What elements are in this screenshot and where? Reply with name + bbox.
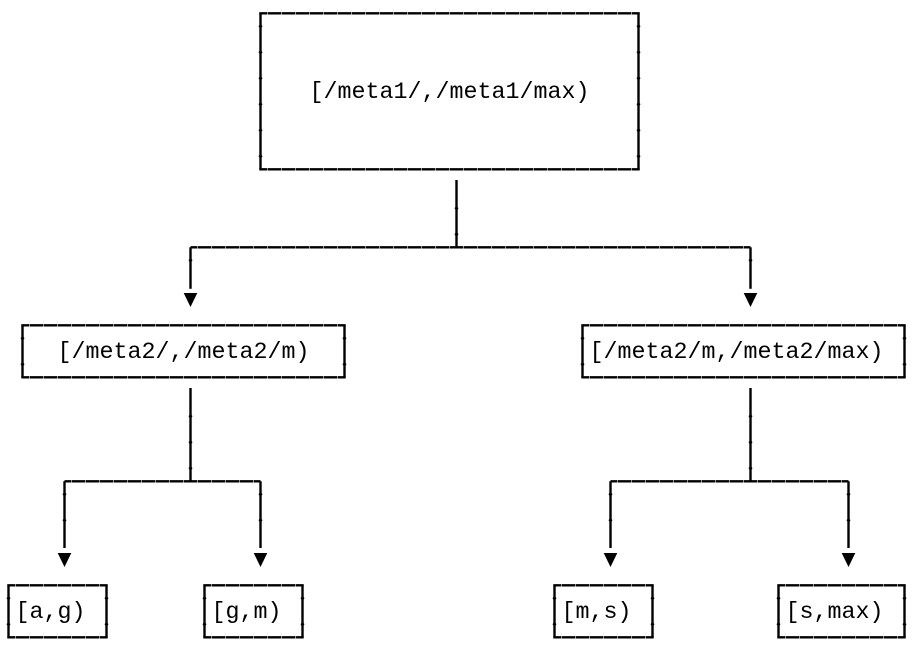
svg-text:[g,m): [g,m) (212, 600, 282, 626)
svg-text:[/meta2/,/meta2/m): [/meta2/,/meta2/m) (58, 340, 310, 366)
svg-text:[/meta1/,/meta1/max): [/meta1/,/meta1/max) (310, 80, 590, 106)
svg-text:[a,g): [a,g) (16, 600, 86, 626)
svg-text:[/meta2/m,/meta2/max): [/meta2/m,/meta2/max) (590, 340, 884, 366)
svg-text:[m,s): [m,s) (562, 600, 632, 626)
svg-text:[s,max): [s,max) (786, 600, 884, 626)
